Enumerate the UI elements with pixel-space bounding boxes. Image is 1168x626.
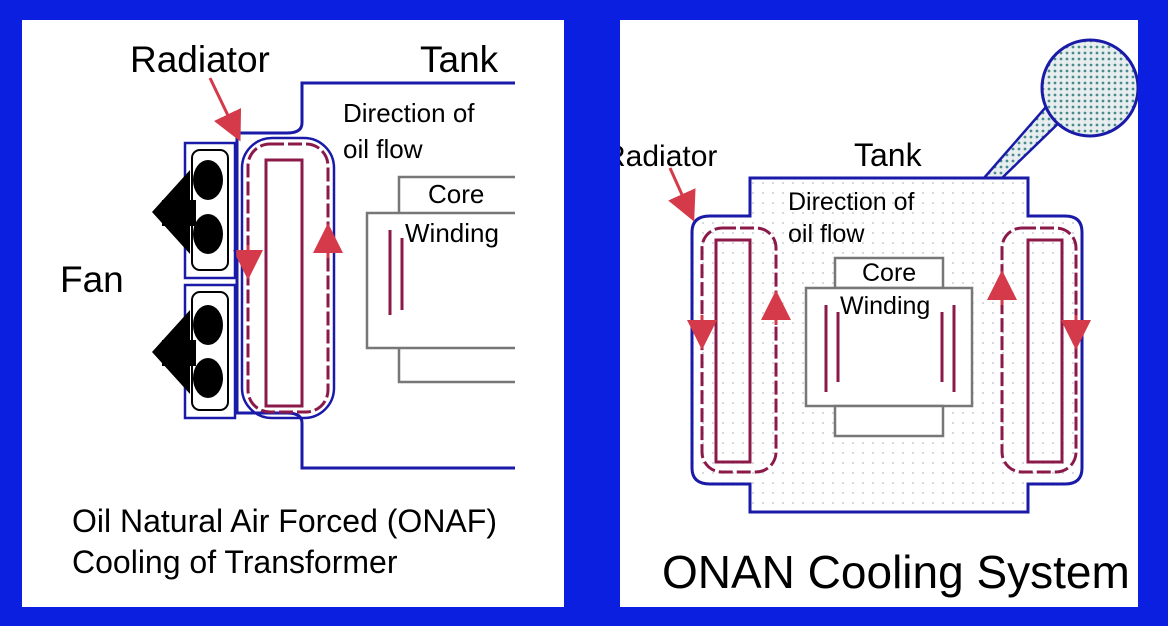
onan-right-oil-flow-inner: [1026, 238, 1064, 464]
onan-left-oil-flow-inner: [714, 238, 752, 464]
onaf-winding-label: Winding: [405, 218, 499, 248]
onaf-flow-label-line1: Direction of: [343, 98, 475, 128]
onan-winding-box: [804, 286, 974, 408]
fan-icon: [152, 305, 223, 398]
fan-icon: [152, 160, 223, 254]
onaf-diagram: Radiator Tank Direction of oil flow Core…: [60, 39, 515, 580]
onaf-fan-label: Fan: [60, 259, 124, 300]
onan-caption: ONAN Cooling System: [662, 546, 1130, 598]
onan-core-label: Core: [862, 259, 916, 287]
onaf-oil-flow-inner: [264, 158, 304, 408]
onan-winding-label: Winding: [840, 292, 930, 320]
onan-flow-label-line1: Direction of: [788, 188, 914, 216]
onaf-caption-line1: Oil Natural Air Forced (ONAF): [72, 503, 497, 539]
onaf-radiator-pointer: [208, 77, 242, 142]
onaf-tank-label: Tank: [420, 39, 499, 80]
onan-diagram: Radiator Tank Direction of oil flow Core…: [620, 38, 1138, 598]
onaf-radiator-label: Radiator: [130, 39, 270, 80]
onan-left-oil-flow-loop: [700, 226, 778, 474]
onaf-core-label: Core: [428, 179, 484, 209]
onaf-core-outline: [365, 175, 515, 384]
onan-right-oil-flow-loop: [1000, 226, 1078, 474]
onaf-caption-line2: Cooling of Transformer: [72, 544, 398, 580]
onan-panel: Radiator Tank Direction of oil flow Core…: [620, 20, 1138, 607]
onan-radiator-pointer: [668, 167, 696, 222]
onaf-winding-bars: [388, 230, 404, 315]
onan-core-bottom: [833, 404, 945, 438]
onan-flow-label-line2: oil flow: [788, 220, 865, 248]
onaf-panel: Radiator Tank Direction of oil flow Core…: [22, 20, 564, 607]
onan-winding-bars: [824, 305, 956, 392]
onaf-flow-label-line2: oil flow: [343, 134, 423, 164]
onan-radiator-label: Radiator: [620, 140, 717, 173]
onan-core-top: [833, 256, 945, 290]
onan-tank-label: Tank: [854, 137, 923, 173]
onaf-radiator-frame: [240, 136, 336, 420]
onan-conservator-tank: [1040, 38, 1138, 138]
onaf-oil-flow-loop: [246, 142, 330, 414]
